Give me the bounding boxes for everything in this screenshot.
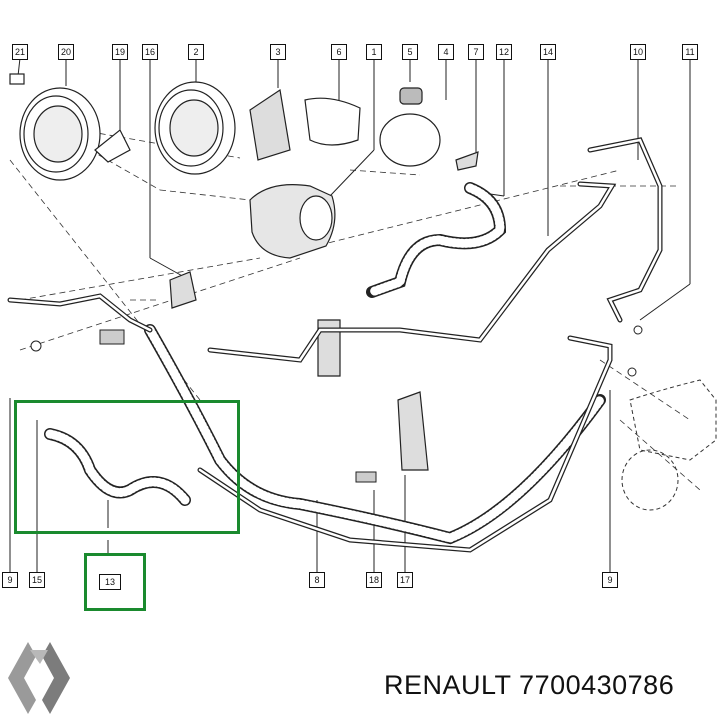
callout-5: 5 [402, 44, 418, 60]
callout-13-highlighted: 13 [84, 553, 146, 611]
brand-name: RENAULT [384, 670, 512, 700]
brand-part-number: RENAULT 7700430786 [384, 670, 674, 701]
callout-18: 18 [366, 572, 382, 588]
callout-14: 14 [540, 44, 556, 60]
renault-diamond-logo-icon [8, 642, 70, 714]
callout-12: 12 [496, 44, 512, 60]
callout-19: 19 [112, 44, 128, 60]
callout-17: 17 [397, 572, 413, 588]
callout-21: 21 [12, 44, 28, 60]
callout-15: 15 [29, 572, 45, 588]
callout-6: 6 [331, 44, 347, 60]
callout-16: 16 [142, 44, 158, 60]
callout-7: 7 [468, 44, 484, 60]
callout-11: 11 [682, 44, 698, 60]
callout-20: 20 [58, 44, 74, 60]
callout-1: 1 [366, 44, 382, 60]
callout-3: 3 [270, 44, 286, 60]
callout-8: 8 [309, 572, 325, 588]
callout-9-left: 9 [2, 572, 18, 588]
callout-13-label: 13 [99, 574, 121, 590]
callout-9-right: 9 [602, 572, 618, 588]
part-number: 7700430786 [519, 670, 675, 700]
callout-4: 4 [438, 44, 454, 60]
callout-2: 2 [188, 44, 204, 60]
highlight-box-part-13 [14, 400, 240, 534]
callout-10: 10 [630, 44, 646, 60]
